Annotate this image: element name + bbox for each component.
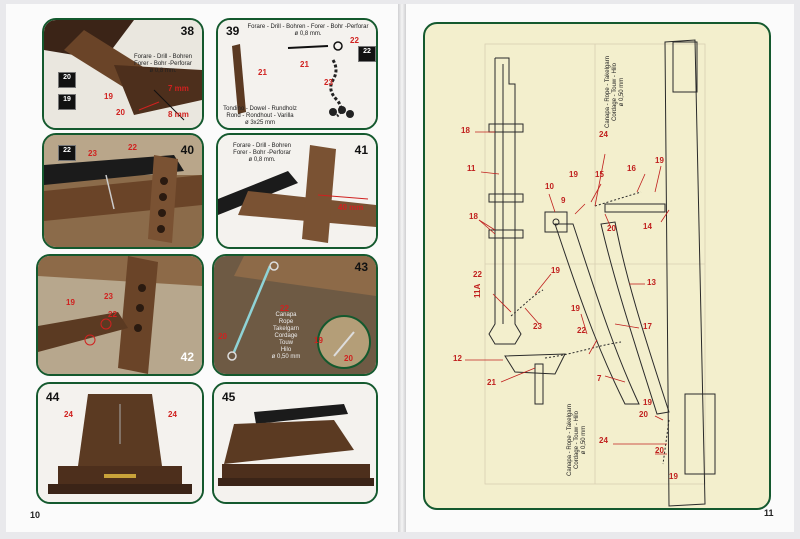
plan-label-9: 9 <box>561 196 566 205</box>
step-42-label-19: 19 <box>66 298 75 307</box>
step-45-number: 45 <box>222 390 236 404</box>
plan-label-18a: 18 <box>461 126 470 135</box>
plan-label-19e: 19 <box>643 398 652 407</box>
step-39-label-22: 22 <box>350 36 359 45</box>
step-44-panel: 44 24 24 <box>36 382 204 504</box>
step-38-badge-b: 19 <box>58 94 76 110</box>
step-39-drill-note: Forare - Drill - Bohren - Forer - Bohr -… <box>247 24 369 37</box>
step-38-note: Forare - Drill - Bohren Forer - Bohr -Pe… <box>133 54 192 74</box>
step-38-label-19: 19 <box>104 92 113 101</box>
plan-label-19f: 19 <box>669 472 678 481</box>
plan-rope-note-top: Canapa - Rope - Takelgarn Cordage - Touw… <box>605 56 625 128</box>
step-41-measure: 40 mm <box>338 203 364 212</box>
step-45-panel: 45 <box>212 382 378 504</box>
plan-label-7: 7 <box>597 374 602 383</box>
plan-label-20c: 20 <box>655 446 664 455</box>
plan-label-16: 16 <box>627 164 636 173</box>
plan-label-22b: 22 <box>577 326 586 335</box>
step-39-panel: 39 Forare - Drill - Bohren - Forer - Boh… <box>216 18 378 130</box>
right-page-number: 11 <box>764 508 774 518</box>
step-43-label-22: 22 <box>280 304 289 313</box>
step-41-number: 41 <box>354 143 368 157</box>
step-43-panel: 43 22 20 19 20 Canapa Rope Takelgarn Cor… <box>212 254 378 376</box>
step-42-panel: 23 19 22 42 <box>36 254 204 376</box>
step-41-note: Forare - Drill - Bohren Forer - Bohr -Pe… <box>232 143 291 163</box>
step-44-label-24a: 24 <box>64 410 73 419</box>
step-40-label-22: 22 <box>128 143 137 152</box>
plan-label-20a: 20 <box>607 224 616 233</box>
step-39-dowel-note: Tondino - Dowel - Rundholz Rond - Rondho… <box>223 106 297 126</box>
plan-label-11a: 11A <box>473 283 482 298</box>
step-39-label-21a: 21 <box>258 68 267 77</box>
step-44-number: 44 <box>46 390 60 404</box>
assembly-plan-drawing <box>465 39 716 507</box>
plan-label-18b: 18 <box>469 212 478 221</box>
step-44-label-24b: 24 <box>168 410 177 419</box>
step-39-label-21b: 21 <box>300 60 309 69</box>
step-43-label-20: 20 <box>218 332 227 341</box>
step-38-measure-8mm: 8 mm <box>168 110 189 119</box>
plan-label-21: 21 <box>487 378 496 387</box>
step-40-number: 40 <box>180 143 194 157</box>
plan-label-15: 15 <box>595 170 604 179</box>
plan-rope-note-bottom: Canapa - Rope - Takelgarn Cordage - Touw… <box>567 404 587 476</box>
plan-label-10: 10 <box>545 182 554 191</box>
step-39-label-23: 23 <box>324 78 333 87</box>
step-42-label-23: 23 <box>104 292 113 301</box>
plan-label-17: 17 <box>643 322 652 331</box>
step-42-number: 42 <box>180 350 194 364</box>
step-40-badge: 22 <box>58 145 76 161</box>
step-43-number: 43 <box>354 260 368 274</box>
step-43-illustration <box>214 256 376 374</box>
plan-label-19a: 19 <box>569 170 578 179</box>
plan-label-19d: 19 <box>571 304 580 313</box>
plan-label-19c: 19 <box>551 266 560 275</box>
plan-label-22a: 22 <box>473 270 482 279</box>
step-44-illustration <box>38 384 202 502</box>
plan-label-24b: 24 <box>599 436 608 445</box>
book-gutter <box>398 4 406 532</box>
plan-label-23: 23 <box>533 322 542 331</box>
step-38-measure-7mm: 7 mm <box>168 84 189 93</box>
step-41-illustration <box>218 135 376 247</box>
step-43-label-20b: 20 <box>344 354 353 363</box>
plan-label-19b: 19 <box>655 156 664 165</box>
step-40-panel: 22 40 23 22 <box>42 133 204 249</box>
plan-label-20b: 20 <box>639 410 648 419</box>
step-39-badge: 22 <box>358 46 376 62</box>
step-38-panel: 38 20 19 Forare - Drill - Bohren Forer -… <box>42 18 204 130</box>
step-43-rope-note: Canapa Rope Takelgarn Cordage Touw Hilo … <box>271 312 301 360</box>
step-42-label-22: 22 <box>108 310 117 319</box>
step-39-illustration <box>218 20 376 128</box>
step-40-label-23: 23 <box>88 149 97 158</box>
plan-label-14: 14 <box>643 222 652 231</box>
plan-label-24a: 24 <box>599 130 608 139</box>
left-page-number: 10 <box>30 510 41 520</box>
assembly-plan: 18 11 18 10 9 19 15 16 19 24 20 14 13 22… <box>423 22 771 510</box>
step-42-illustration <box>38 256 202 374</box>
step-39-number: 39 <box>226 24 240 38</box>
step-45-illustration <box>214 384 376 502</box>
step-38-label-20: 20 <box>116 108 125 117</box>
step-41-panel: Forare - Drill - Bohren Forer - Bohr -Pe… <box>216 133 378 249</box>
plan-label-12: 12 <box>453 354 462 363</box>
plan-label-13: 13 <box>647 278 656 287</box>
step-38-number: 38 <box>180 24 194 38</box>
plan-label-11: 11 <box>467 164 476 173</box>
step-40-illustration <box>44 135 202 247</box>
step-38-badge-a: 20 <box>58 72 76 88</box>
step-43-label-19: 19 <box>314 336 323 345</box>
